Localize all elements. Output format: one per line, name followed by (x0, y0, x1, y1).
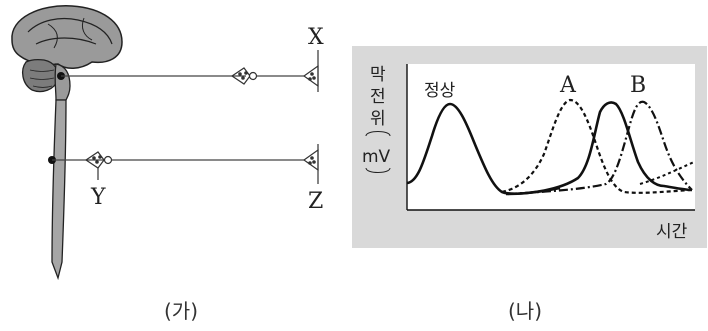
synapse-x (304, 50, 318, 92)
label-y: Y (90, 185, 106, 210)
x-axis-label: 시간 (656, 222, 688, 242)
panel-a: X Y Z (가) (12, 6, 324, 323)
y-axis-label-2: 전 (370, 87, 386, 107)
curve-label-b: B (630, 73, 646, 98)
curve-label-normal: 정상 (424, 81, 456, 101)
panel-b: 막 전 위 mV 시간 정상 A B (나) (352, 46, 707, 323)
caption-b: (나) (508, 299, 542, 323)
synapse-y (86, 152, 112, 180)
y-axis-unit: mV (362, 147, 391, 167)
label-x: X (308, 25, 324, 50)
caption-a: (가) (164, 299, 198, 323)
y-axis-label-1: 막 (370, 65, 386, 85)
brain-icon (12, 6, 122, 100)
curve-label-a: A (559, 73, 577, 98)
spinal-cord (52, 100, 66, 278)
label-z: Z (308, 189, 323, 214)
synapse-z (304, 144, 318, 184)
y-axis-label-3: 위 (370, 109, 386, 129)
